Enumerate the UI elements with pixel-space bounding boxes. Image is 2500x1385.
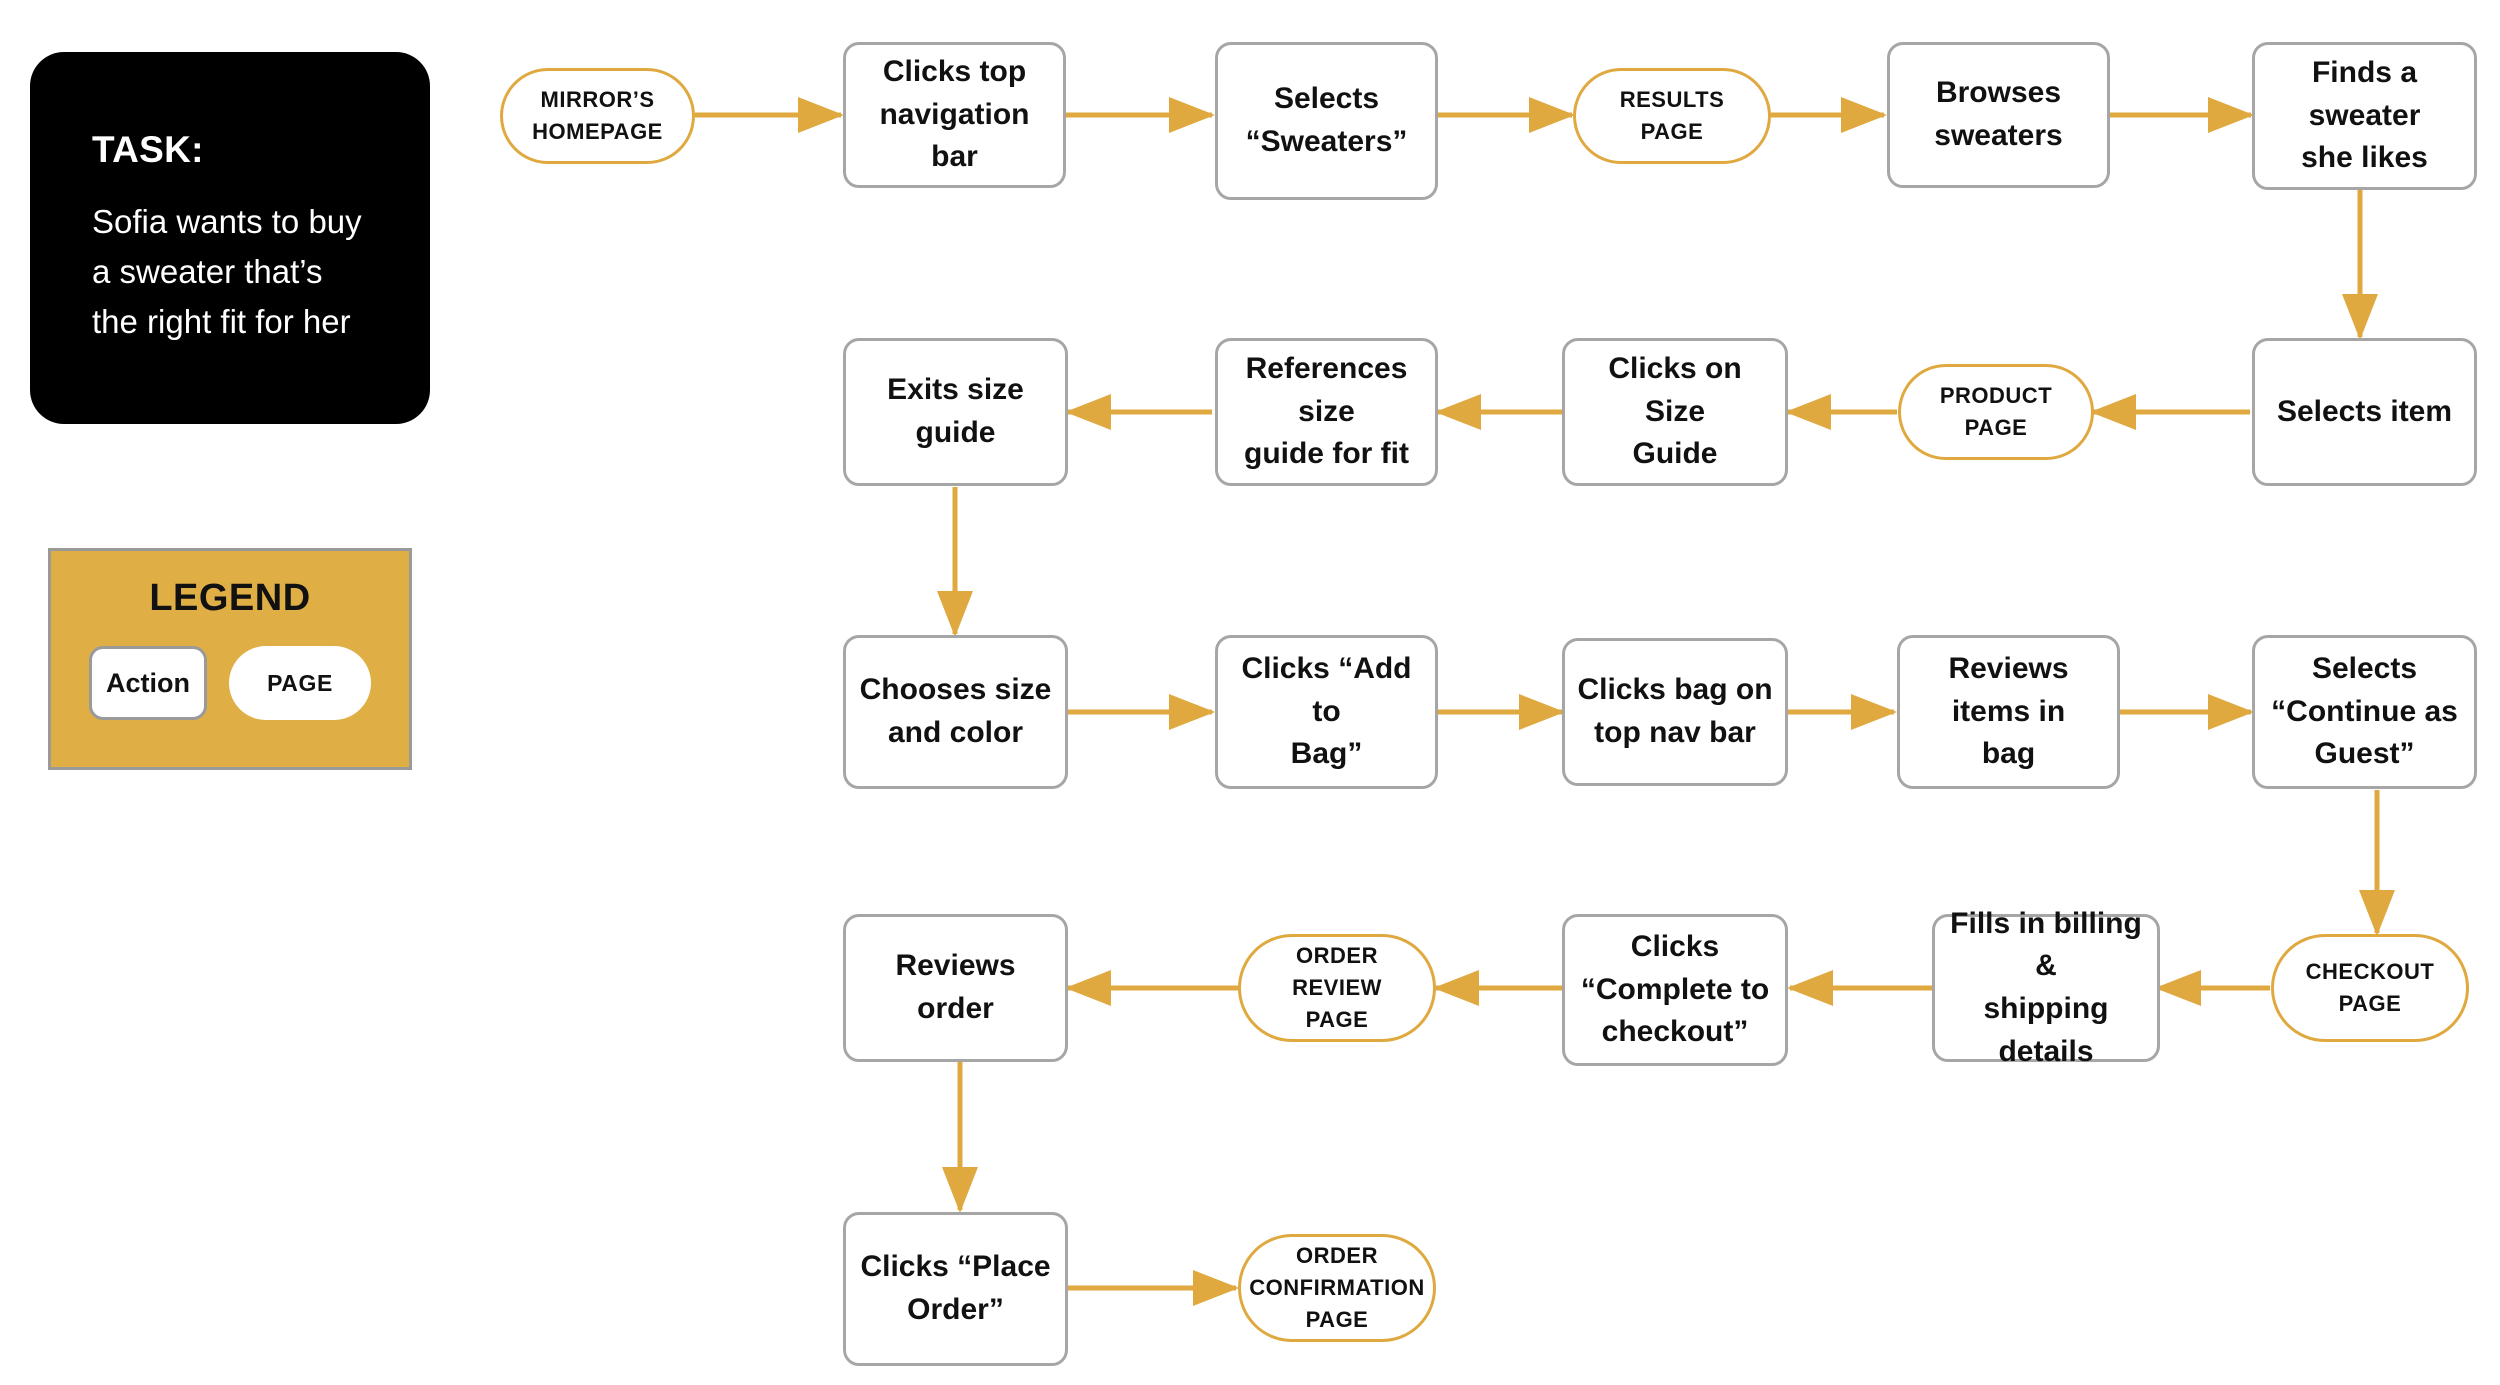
node-line: PRODUCT: [1939, 383, 2053, 409]
legend-action-swatch: Action: [89, 646, 207, 720]
node-line: CONFIRMATION: [1249, 1275, 1425, 1301]
node-line: CHECKOUT: [2305, 959, 2435, 985]
node-chooses-size-and-color[interactable]: Chooses size and color: [843, 635, 1068, 789]
node-line: Selects: [2311, 652, 2418, 686]
node-exits-size-guide[interactable]: Exits size guide: [843, 338, 1068, 486]
node-line: Clicks “Add to: [1241, 652, 1412, 728]
legend-page-swatch: PAGE: [229, 646, 371, 720]
node-clicks-on-size-guide[interactable]: Clicks on Size Guide: [1562, 338, 1788, 486]
node-line: she likes: [2301, 141, 2428, 175]
node-selects-continue-as-guest[interactable]: Selects “Continue as Guest”: [2252, 635, 2477, 789]
node-line: HOMEPAGE: [532, 119, 663, 144]
node-line: Reviews items in: [1948, 652, 2069, 728]
node-order-confirmation-page[interactable]: ORDER CONFIRMATION PAGE: [1238, 1234, 1436, 1342]
node-line: PAGE: [1964, 415, 2028, 440]
node-line: shipping details: [1983, 992, 2109, 1068]
node-line: Clicks: [1630, 930, 1720, 964]
node-clicks-top-navigation-bar[interactable]: Clicks top navigation bar: [843, 42, 1066, 188]
node-line: Chooses size: [859, 673, 1052, 707]
node-line: checkout”: [1601, 1015, 1749, 1049]
node-line: Fills in billing &: [1950, 906, 2142, 983]
node-fills-in-billing-and-shipping-details[interactable]: Fills in billing & shipping details: [1932, 907, 2160, 1068]
node-line: guide for fit: [1244, 437, 1409, 471]
node-results-page[interactable]: RESULTS PAGE: [1573, 68, 1771, 164]
node-line: top nav bar: [1594, 716, 1756, 749]
node-line: bag: [1981, 737, 2036, 771]
node-selects-sweaters[interactable]: Selects “Sweaters”: [1215, 42, 1438, 200]
node-line: Clicks bag on: [1577, 673, 1773, 707]
node-clicks-bag-on-top-nav-bar[interactable]: Clicks bag on top nav bar: [1562, 638, 1788, 786]
node-order-review-page[interactable]: ORDER REVIEW PAGE: [1238, 934, 1436, 1042]
node-clicks-add-to-bag[interactable]: Clicks “Add to Bag”: [1215, 635, 1438, 789]
node-clicks-place-order[interactable]: Clicks “Place Order”: [843, 1212, 1068, 1366]
node-selects-item[interactable]: Selects item: [2252, 338, 2477, 486]
node-reviews-items-in-bag[interactable]: Reviews items in bag: [1897, 635, 2120, 789]
node-line: PAGE: [1640, 119, 1704, 144]
node-line: Reviews order: [895, 949, 1016, 1025]
node-checkout-page[interactable]: CHECKOUT PAGE: [2271, 934, 2469, 1042]
node-line: REVIEW: [1292, 975, 1382, 1001]
node-finds-a-sweater-she-likes[interactable]: Finds a sweater she likes: [2252, 42, 2477, 190]
task-description: Sofia wants to buy a sweater that’s the …: [92, 202, 362, 341]
node-line: Bag”: [1290, 737, 1363, 771]
node-line: Selects item: [2276, 394, 2453, 428]
node-line: and color: [887, 716, 1023, 749]
node-reviews-order[interactable]: Reviews order: [843, 914, 1068, 1062]
node-line: Browses: [1935, 76, 2062, 110]
node-product-page[interactable]: PRODUCT PAGE: [1898, 364, 2094, 460]
node-line: Clicks top: [882, 55, 1027, 89]
node-line: PAGE: [1305, 1306, 1369, 1332]
node-line: Exits size guide: [887, 373, 1024, 449]
node-line: Order”: [907, 1293, 1004, 1326]
legend-title: LEGEND: [149, 577, 311, 619]
node-line: PAGE: [2338, 991, 2402, 1016]
task-label: TASK:: [92, 128, 204, 170]
node-clicks-complete-to-checkout[interactable]: Clicks “Complete to checkout”: [1562, 914, 1788, 1066]
node-line: navigation bar: [879, 97, 1030, 174]
node-line: RESULTS: [1619, 87, 1725, 113]
node-line: Guest”: [2314, 737, 2415, 771]
legend: LEGEND Action PAGE: [48, 548, 412, 770]
node-line: sweaters: [1934, 119, 2063, 152]
node-browses-sweaters[interactable]: Browses sweaters: [1887, 42, 2110, 188]
node-line: “Sweaters”: [1245, 125, 1408, 158]
node-mirrors-homepage[interactable]: MIRROR’S HOMEPAGE: [500, 68, 695, 164]
node-line: Selects: [1273, 82, 1380, 116]
node-line: Finds a sweater: [2308, 56, 2421, 132]
node-line: Clicks on Size: [1608, 352, 1742, 428]
node-line: ORDER: [1296, 943, 1378, 969]
node-line: Guide: [1632, 437, 1718, 471]
node-line: Clicks “Place: [860, 1250, 1051, 1284]
node-line: PAGE: [1305, 1006, 1369, 1032]
node-line: “Complete to: [1580, 972, 1770, 1006]
node-line: MIRROR’S: [540, 87, 655, 113]
node-references-size-guide-for-fit[interactable]: References size guide for fit: [1215, 338, 1438, 486]
node-line: “Continue as: [2271, 694, 2458, 728]
node-line: ORDER: [1296, 1243, 1378, 1269]
node-line: References size: [1245, 352, 1408, 428]
task-card: TASK: Sofia wants to buy a sweater that’…: [30, 52, 430, 424]
legend-chips: Action PAGE: [89, 646, 371, 720]
